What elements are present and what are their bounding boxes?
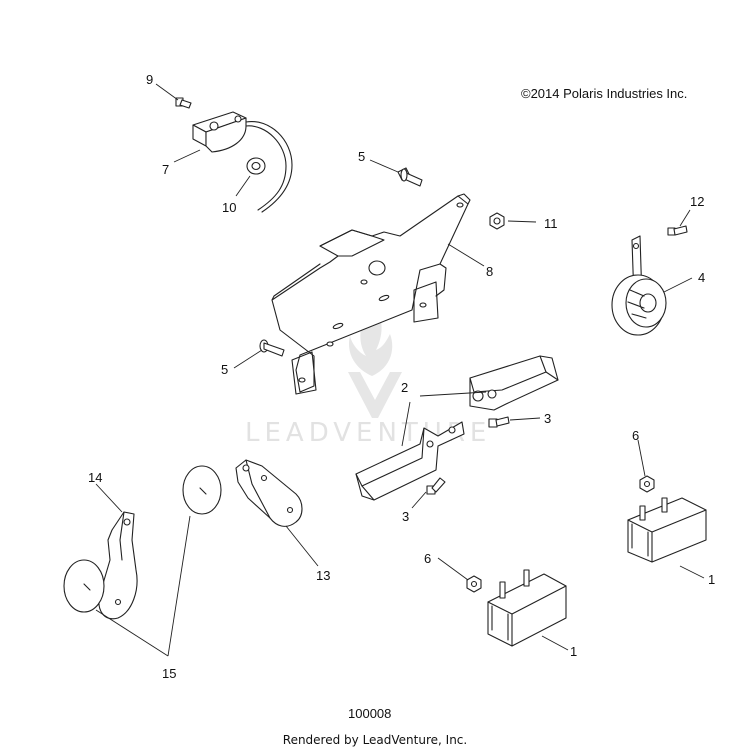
part-6-nut-right: [639, 475, 655, 493]
callout-4: 4: [698, 270, 705, 285]
part-1-tail-light-right: [627, 497, 707, 563]
part-10-grommet: [246, 157, 266, 175]
callout-6-left: 6: [424, 551, 431, 566]
part-2-bracket-right: [469, 355, 559, 411]
callout-14: 14: [88, 470, 102, 485]
part-3-bolt-right: [488, 416, 510, 428]
part-4-horn: [611, 235, 667, 336]
callout-9: 9: [146, 72, 153, 87]
callout-3-right: 3: [544, 411, 551, 426]
callouts: 9 7 10 5 11 8 12 4 5 2 3 3 6 6 14 13 1 1…: [88, 72, 715, 681]
part-6-nut-left: [466, 575, 482, 593]
callout-12: 12: [690, 194, 704, 209]
part-14-bracket: [98, 511, 138, 620]
callout-5-upper: 5: [358, 149, 365, 164]
part-13-reflector-bracket: [235, 459, 303, 527]
watermark-flame-icon: [348, 300, 393, 376]
figure-number: 100008: [348, 706, 392, 721]
part-2-bracket-left: [355, 421, 465, 501]
callout-10: 10: [222, 200, 236, 215]
callout-13: 13: [316, 568, 330, 583]
rendered-by-credit: Rendered by LeadVenture, Inc.: [282, 733, 468, 747]
callout-2: 2: [401, 380, 408, 395]
part-12-screw: [667, 225, 688, 236]
callout-3-left: 3: [402, 509, 409, 524]
part-11-nut: [489, 212, 505, 230]
watermark-v-icon: [348, 372, 402, 418]
callout-7: 7: [162, 162, 169, 177]
callout-5-lower: 5: [221, 362, 228, 377]
callout-1-left: 1: [570, 644, 577, 659]
leader-lines: [95, 83, 705, 657]
part-8-bracket: [271, 193, 471, 395]
part-7-license-light: [192, 111, 293, 213]
copyright-text: ©2014 Polaris Industries Inc.: [521, 86, 688, 101]
part-5-bolt-upper: [397, 167, 423, 187]
callout-11: 11: [544, 216, 558, 231]
callout-8: 8: [486, 264, 493, 279]
callout-1-right: 1: [708, 572, 715, 587]
callout-15: 15: [162, 666, 176, 681]
callout-6-right: 6: [632, 428, 639, 443]
part-9-screw: [175, 97, 192, 109]
part-1-tail-light-left: [487, 569, 567, 647]
part-3-bolt-left: [426, 477, 446, 495]
part-5-bolt-lower: [259, 339, 285, 357]
part-15-reflector-top: [182, 465, 222, 515]
part-15-reflector-bottom: [63, 559, 105, 613]
